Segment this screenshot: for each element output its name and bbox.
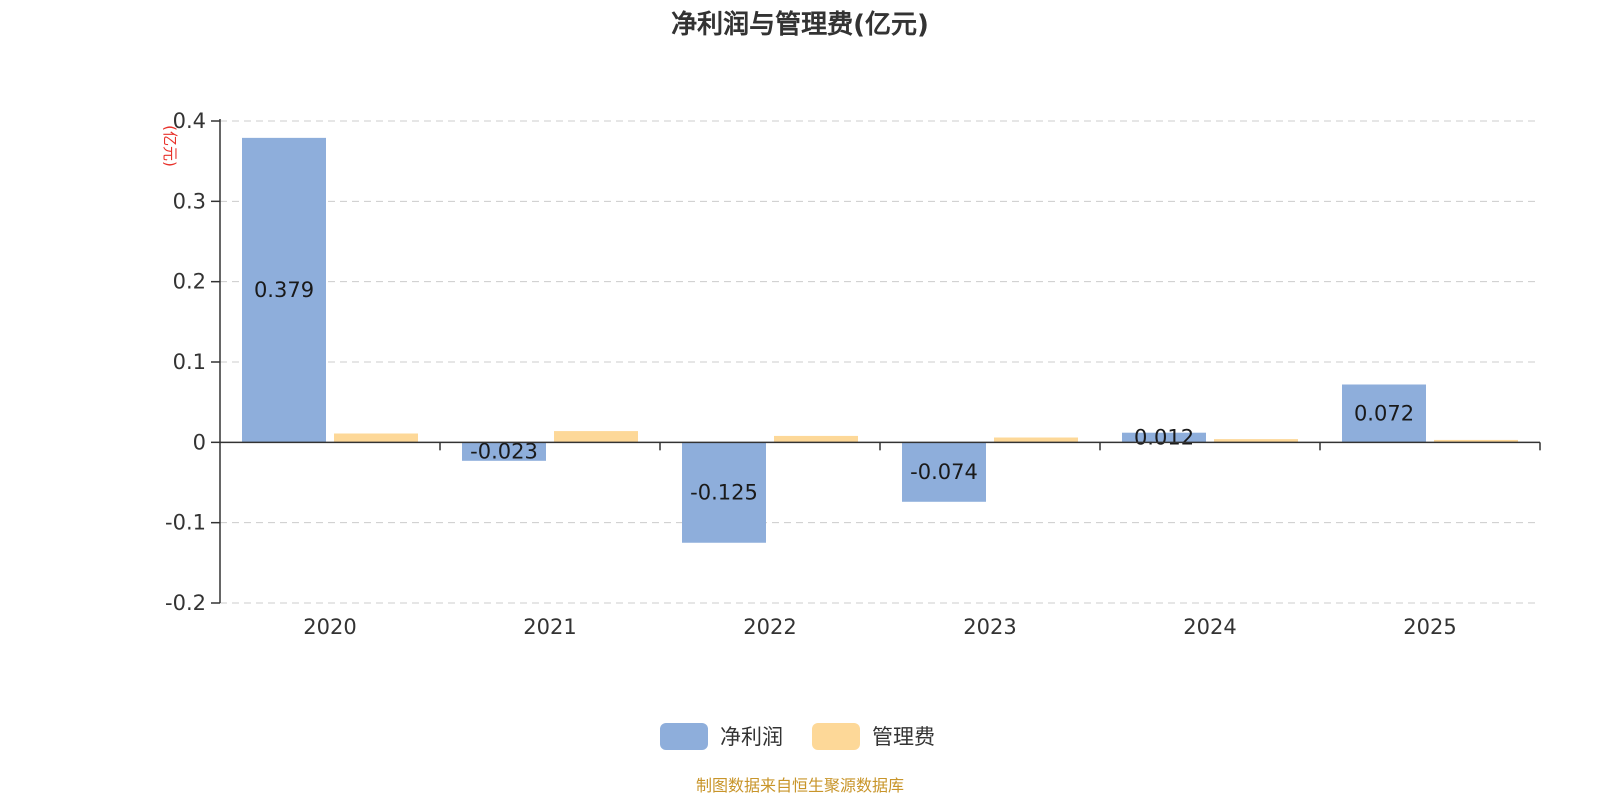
plot-area: -0.2 -0.1 0 0.1 0.2 0.3 0.4(亿元) 0.379 -0.023 -0.1…: [161, 109, 1541, 639]
source-note: 制图数据来自恒生聚源数据库: [696, 776, 904, 795]
bar-net-profit: [1342, 384, 1426, 443]
data-label: 0.072: [1354, 401, 1414, 425]
x-tick-label: 2024: [1183, 615, 1236, 639]
data-label: 0.379: [254, 278, 314, 302]
bar-net-profit: [242, 137, 326, 443]
bar-net-profit: [462, 442, 546, 461]
y-tick-label: 0: [193, 430, 206, 454]
bar-net-profit: [1122, 432, 1206, 443]
x-tick-label: 2023: [963, 615, 1016, 639]
legend-swatch: [660, 723, 708, 750]
data-label: -0.023: [470, 440, 538, 464]
x-tick-label: 2022: [743, 615, 796, 639]
x-tick-label: 2025: [1403, 615, 1456, 639]
bar-mgmt-fee: [554, 431, 638, 443]
legend-label: 管理费: [872, 725, 935, 749]
bar-mgmt-fee: [1434, 439, 1518, 443]
legend: 净利润 管理费: [660, 723, 935, 750]
bar-net-profit: [682, 442, 766, 543]
data-label: 0.012: [1134, 426, 1194, 450]
y-tick-label: 0.2: [173, 270, 206, 294]
bar-mgmt-fee: [994, 437, 1078, 443]
x-tick-label: 2020: [303, 615, 356, 639]
y-tick-label: 0.1: [173, 350, 206, 374]
bar-mgmt-fee: [334, 433, 418, 443]
data-label: -0.125: [690, 481, 758, 505]
bar-mgmt-fee: [774, 435, 858, 443]
legend-label: 净利润: [720, 725, 783, 749]
y-axis-unit: (亿元): [161, 125, 179, 167]
y-tick-label: -0.2: [165, 591, 206, 615]
bar-net-profit: [902, 442, 986, 502]
y-tick-label: 0.4: [173, 109, 206, 133]
y-tick-label: -0.1: [165, 511, 206, 535]
chart-title: 净利润与管理费(亿元): [671, 9, 929, 40]
data-label: -0.074: [910, 460, 978, 484]
x-tick-label: 2021: [523, 615, 576, 639]
legend-swatch: [812, 723, 860, 750]
bar-mgmt-fee: [1214, 439, 1298, 443]
y-tick-label: 0.3: [173, 189, 206, 213]
